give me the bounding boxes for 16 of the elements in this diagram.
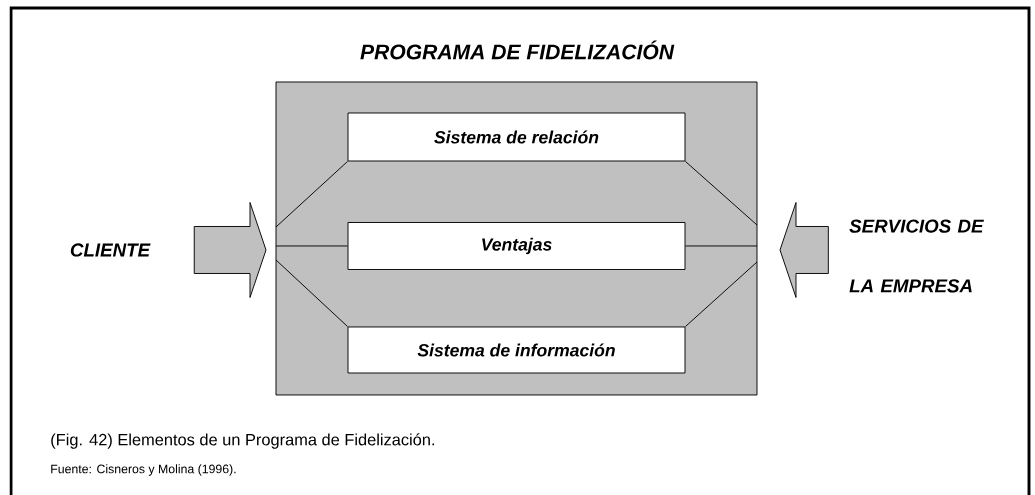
block-arrow bbox=[779, 202, 829, 298]
input-label: SERVICIOS DE LA EMPRESA bbox=[849, 219, 984, 293]
connector-line bbox=[685, 245, 758, 247]
connector-line bbox=[275, 245, 348, 247]
element-box: Ventajas bbox=[347, 222, 686, 270]
input-label: CLIENTE bbox=[70, 243, 151, 257]
connector-line bbox=[685, 261, 758, 327]
title: PROGRAMA DE FIDELIZACIÓN bbox=[360, 40, 675, 60]
connector-line bbox=[275, 259, 348, 327]
element-box: Sistema de información bbox=[347, 326, 686, 374]
source-note: Fuente: Cisneros y Molina (1996). bbox=[51, 464, 236, 476]
element-box: Sistema de relación bbox=[347, 112, 686, 162]
caption: (Fig. 42) Elementos de un Programa de Fidelización. bbox=[51, 433, 434, 449]
block-arrow bbox=[193, 202, 267, 298]
connector-line bbox=[275, 161, 348, 228]
connector-line bbox=[685, 161, 758, 226]
